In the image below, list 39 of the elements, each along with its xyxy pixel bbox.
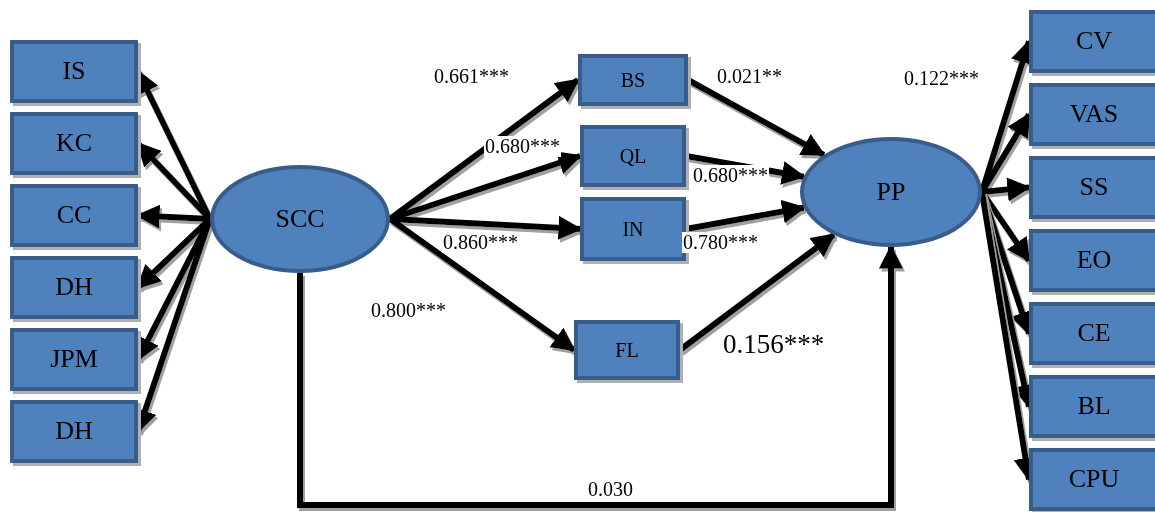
node-label: CV — [1075, 27, 1113, 56]
indicator-box — [1029, 156, 1155, 219]
arrow — [297, 244, 903, 508]
indicator-box — [574, 320, 680, 380]
node-label: KC — [55, 129, 93, 158]
node-label: DH — [55, 417, 93, 446]
node-label: CPU — [1068, 465, 1120, 494]
indicator-box — [10, 184, 138, 247]
edge-label: 0.780*** — [682, 232, 759, 253]
node-label: SS — [1079, 173, 1109, 202]
indicator-box — [10, 256, 138, 319]
indicator-box — [1029, 375, 1155, 438]
indicator-box — [1029, 448, 1155, 511]
node-label: BS — [620, 69, 646, 91]
indicator-box — [1029, 229, 1155, 292]
indicator-box — [580, 125, 686, 187]
node-label: BL — [1077, 392, 1111, 421]
indicator-box — [10, 328, 138, 391]
node-label: JPM — [50, 345, 98, 374]
indicator-box — [10, 112, 138, 175]
indicator-box — [1029, 83, 1155, 146]
node-label: FL — [615, 339, 639, 361]
node-label: VAS — [1069, 100, 1119, 129]
node-label: CC — [56, 201, 92, 230]
indicator-box — [10, 400, 138, 463]
node-label: DH — [55, 273, 93, 302]
edge-label: 0.860*** — [442, 232, 519, 253]
indicator-box — [10, 40, 138, 103]
node-label: PP — [876, 177, 906, 207]
node-label: EO — [1076, 246, 1112, 275]
node-label: IN — [622, 218, 644, 240]
indicator-box — [578, 54, 688, 106]
node-label: QL — [619, 145, 647, 167]
node-label: CE — [1077, 319, 1111, 348]
indicator-box — [1029, 10, 1155, 73]
node-label: SCC — [275, 204, 325, 234]
edge-label: 0.680*** — [484, 136, 561, 157]
node-label: IS — [62, 57, 86, 86]
indicator-box — [1029, 302, 1155, 365]
